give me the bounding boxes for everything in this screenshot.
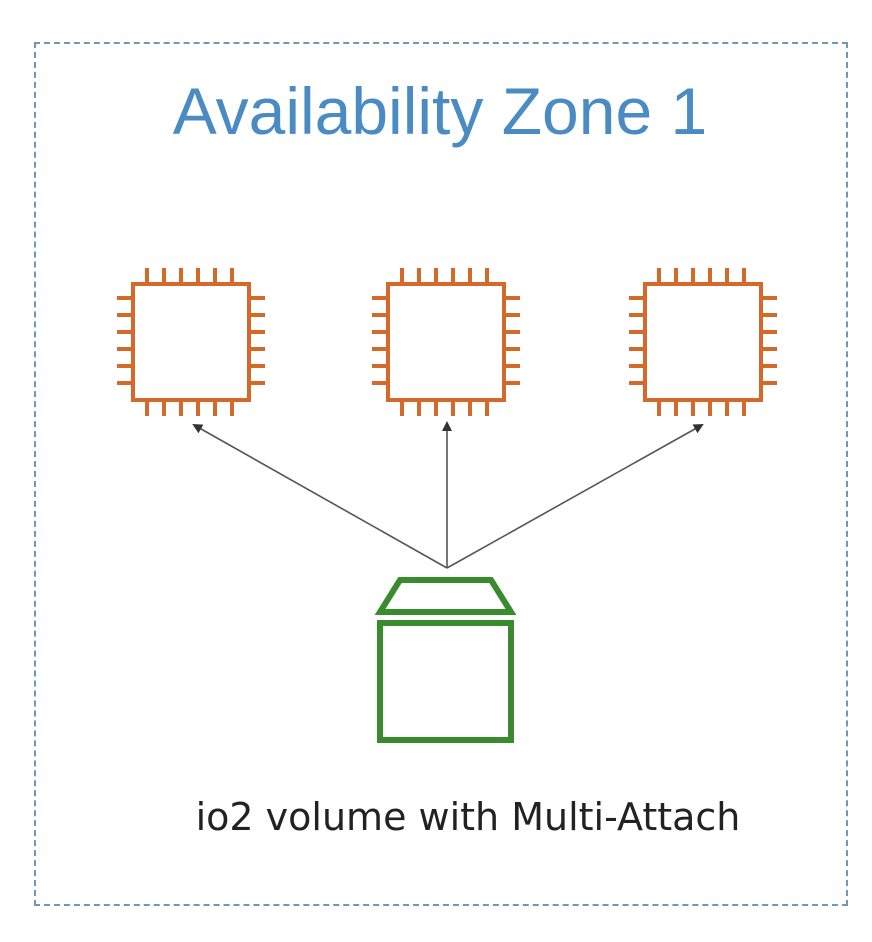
- attach-arrow-left: [192, 424, 448, 569]
- availability-zone-title: Availability Zone 1: [172, 74, 708, 148]
- ec2-instance-icon: [629, 268, 777, 416]
- ec2-instance-icon: [372, 268, 520, 416]
- volume-label: io2 volume with Multi-Attach: [195, 795, 741, 839]
- ec2-instance-icon: [117, 268, 265, 416]
- attach-arrow-right: [446, 424, 704, 569]
- ebs-volume-icon: [374, 577, 517, 743]
- availability-zone-boundary: [34, 42, 848, 906]
